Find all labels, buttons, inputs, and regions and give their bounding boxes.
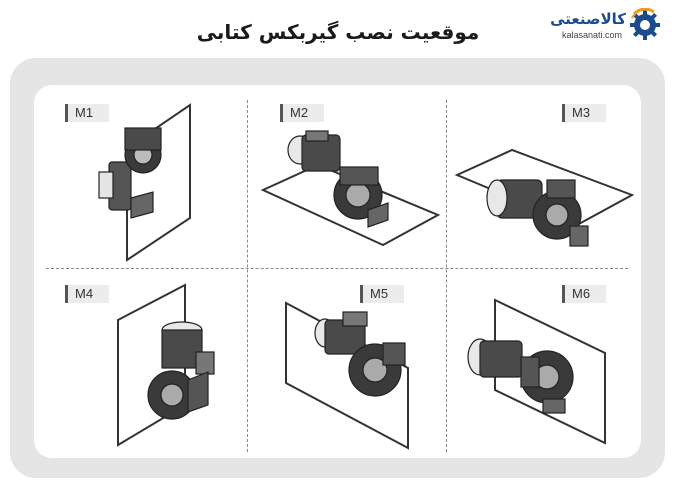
mounting-figure-m4 bbox=[117, 283, 215, 447]
brand-site: kalasanati.com bbox=[561, 30, 622, 40]
mounting-figure-m5 bbox=[285, 301, 409, 450]
position-label-m5: M5 bbox=[360, 285, 404, 303]
grid-divider-v1 bbox=[247, 100, 248, 452]
position-label-m6: M6 bbox=[562, 285, 606, 303]
position-label-m1: M1 bbox=[65, 104, 109, 122]
brand-logo[interactable]: کالاصنعتی kalasanati.com bbox=[540, 6, 662, 46]
position-label-m2: M2 bbox=[280, 104, 324, 122]
mounting-figure-m3 bbox=[454, 148, 635, 247]
page-title: موقعیت نصب گیربکس کتابی bbox=[196, 20, 480, 44]
grid-divider-h bbox=[46, 268, 628, 269]
grid-divider-v2 bbox=[446, 100, 447, 452]
mounting-figure-m6 bbox=[467, 298, 606, 445]
position-label-m4: M4 bbox=[65, 285, 109, 303]
position-label-m3: M3 bbox=[562, 104, 606, 122]
mounting-figure-m1 bbox=[98, 103, 191, 262]
mounting-figure-m2 bbox=[260, 130, 441, 247]
gear-logo-icon bbox=[630, 8, 660, 40]
brand-name: کالاصنعتی bbox=[550, 10, 626, 28]
